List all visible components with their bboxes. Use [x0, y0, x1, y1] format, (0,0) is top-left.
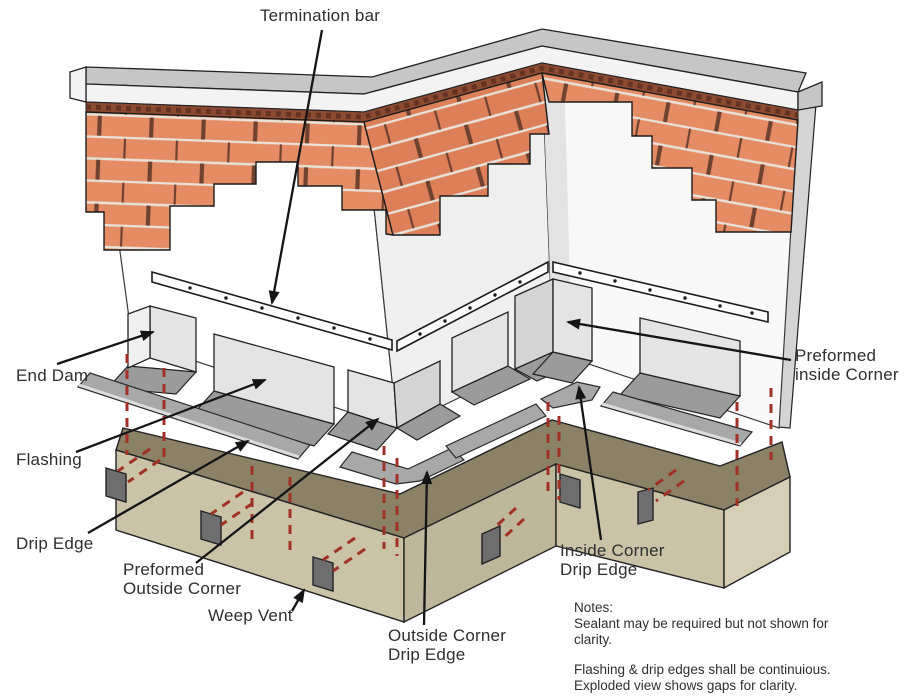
preformed-outside-corner-return	[393, 359, 441, 430]
leader-inside-corner-drip-edge	[575, 385, 603, 541]
label-drip-edge: Drip Edge	[16, 534, 94, 553]
preformed-inside-corner-return	[552, 278, 593, 362]
leader-end-dam	[56, 330, 155, 366]
leader-preformed-inside-corner	[566, 318, 792, 362]
foundation-right-end	[723, 475, 791, 590]
weep-vent-6	[481, 524, 501, 566]
label-flashing: Flashing	[16, 450, 82, 469]
foundation	[115, 419, 791, 624]
weep-vent-5	[637, 487, 654, 525]
weep-vent-4	[559, 473, 581, 509]
brick-face-return	[363, 72, 550, 236]
weep-vent-3	[312, 556, 334, 592]
weep-vents	[105, 467, 654, 592]
label-weep-vent: Weep Vent	[208, 606, 293, 625]
flashing-panel-return	[451, 310, 509, 394]
leader-preformed-outside-corner	[195, 417, 380, 564]
leader-drip-edge	[87, 440, 250, 534]
leader-lines	[56, 29, 792, 626]
label-preformed-inside-corner: Preformed inside Corner	[795, 346, 899, 385]
brick-veneer	[85, 72, 799, 251]
coping-left-end	[69, 66, 87, 103]
flashing-panel-central	[213, 333, 335, 425]
drip-edge-return	[445, 403, 547, 459]
termination-bar-screws	[188, 271, 754, 341]
leader-termination-bar	[268, 29, 324, 305]
label-preformed-outside-corner: Preformed Outside Corner	[123, 560, 242, 599]
drip-edge-right	[599, 391, 754, 447]
drip-edge-left	[76, 372, 312, 460]
hidden-lines	[117, 354, 773, 573]
brick-face-left-wing	[85, 111, 394, 251]
notes-block: Notes: Sealant may be required but not s…	[574, 600, 831, 693]
label-outside-corner-drip-edge: Outside Corner Drip Edge	[388, 626, 507, 665]
outside-corner-drip-edge	[338, 447, 466, 485]
termination-bar	[151, 260, 769, 353]
weep-vent-2	[200, 510, 222, 546]
label-end-dam: End Dam	[16, 366, 89, 385]
leader-outside-corner-drip-edge	[421, 470, 433, 626]
label-termination-bar: Termination bar	[259, 6, 381, 25]
coping-right-end	[797, 81, 823, 111]
brick-face-right-wing	[541, 72, 799, 233]
leader-flashing	[75, 378, 267, 454]
weep-vent-1	[105, 467, 127, 503]
label-inside-corner-drip-edge: Inside Corner Drip Edge	[560, 541, 665, 580]
inside-corner-drip-edge	[539, 381, 601, 409]
flashing-panel-left	[149, 305, 197, 373]
notes-heading: Notes:	[574, 600, 614, 615]
leader-weep-vent	[291, 588, 305, 612]
